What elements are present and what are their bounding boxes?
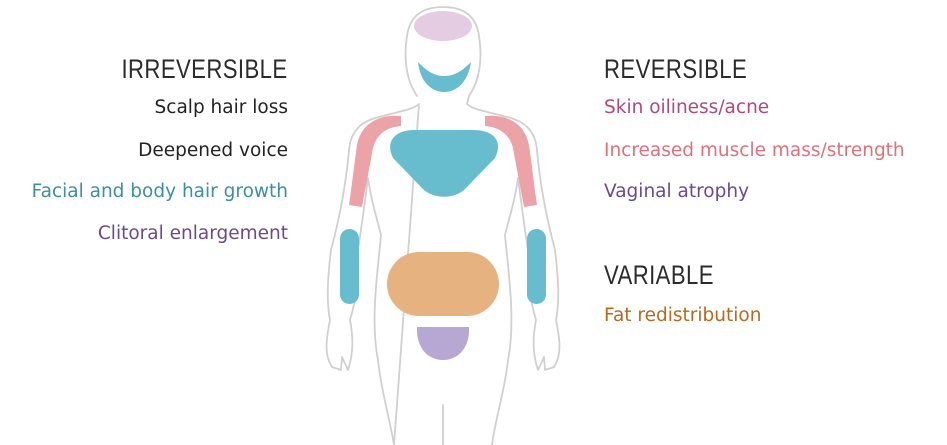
reversible-item-skin-oiliness: Skin oiliness/acne bbox=[604, 99, 769, 118]
abdomen-region bbox=[387, 252, 499, 316]
irreversible-item-hair-growth: Facial and body hair growth bbox=[32, 183, 288, 202]
irreversible-item-clitoral-enlargement: Clitoral enlargement bbox=[98, 225, 288, 244]
irreversible-item-scalp-hair-loss: Scalp hair loss bbox=[155, 99, 288, 118]
chest-region bbox=[390, 130, 498, 197]
scalp-region bbox=[414, 11, 472, 41]
reversible-item-vaginal-atrophy: Vaginal atrophy bbox=[604, 183, 749, 202]
irreversible-item-deepened-voice: Deepened voice bbox=[138, 142, 288, 161]
reversible-heading: REVERSIBLE bbox=[604, 54, 747, 85]
irreversible-heading: IRREVERSIBLE bbox=[122, 54, 288, 85]
face-region bbox=[418, 62, 471, 92]
left-arm-region bbox=[340, 229, 359, 304]
body-outline bbox=[327, 7, 560, 445]
variable-heading: VARIABLE bbox=[604, 260, 714, 291]
reversible-item-muscle-mass: Increased muscle mass/strength bbox=[604, 142, 905, 161]
variable-item-fat-redistribution: Fat redistribution bbox=[604, 307, 761, 326]
pelvis-region bbox=[417, 327, 469, 360]
right-arm-region bbox=[527, 229, 546, 304]
